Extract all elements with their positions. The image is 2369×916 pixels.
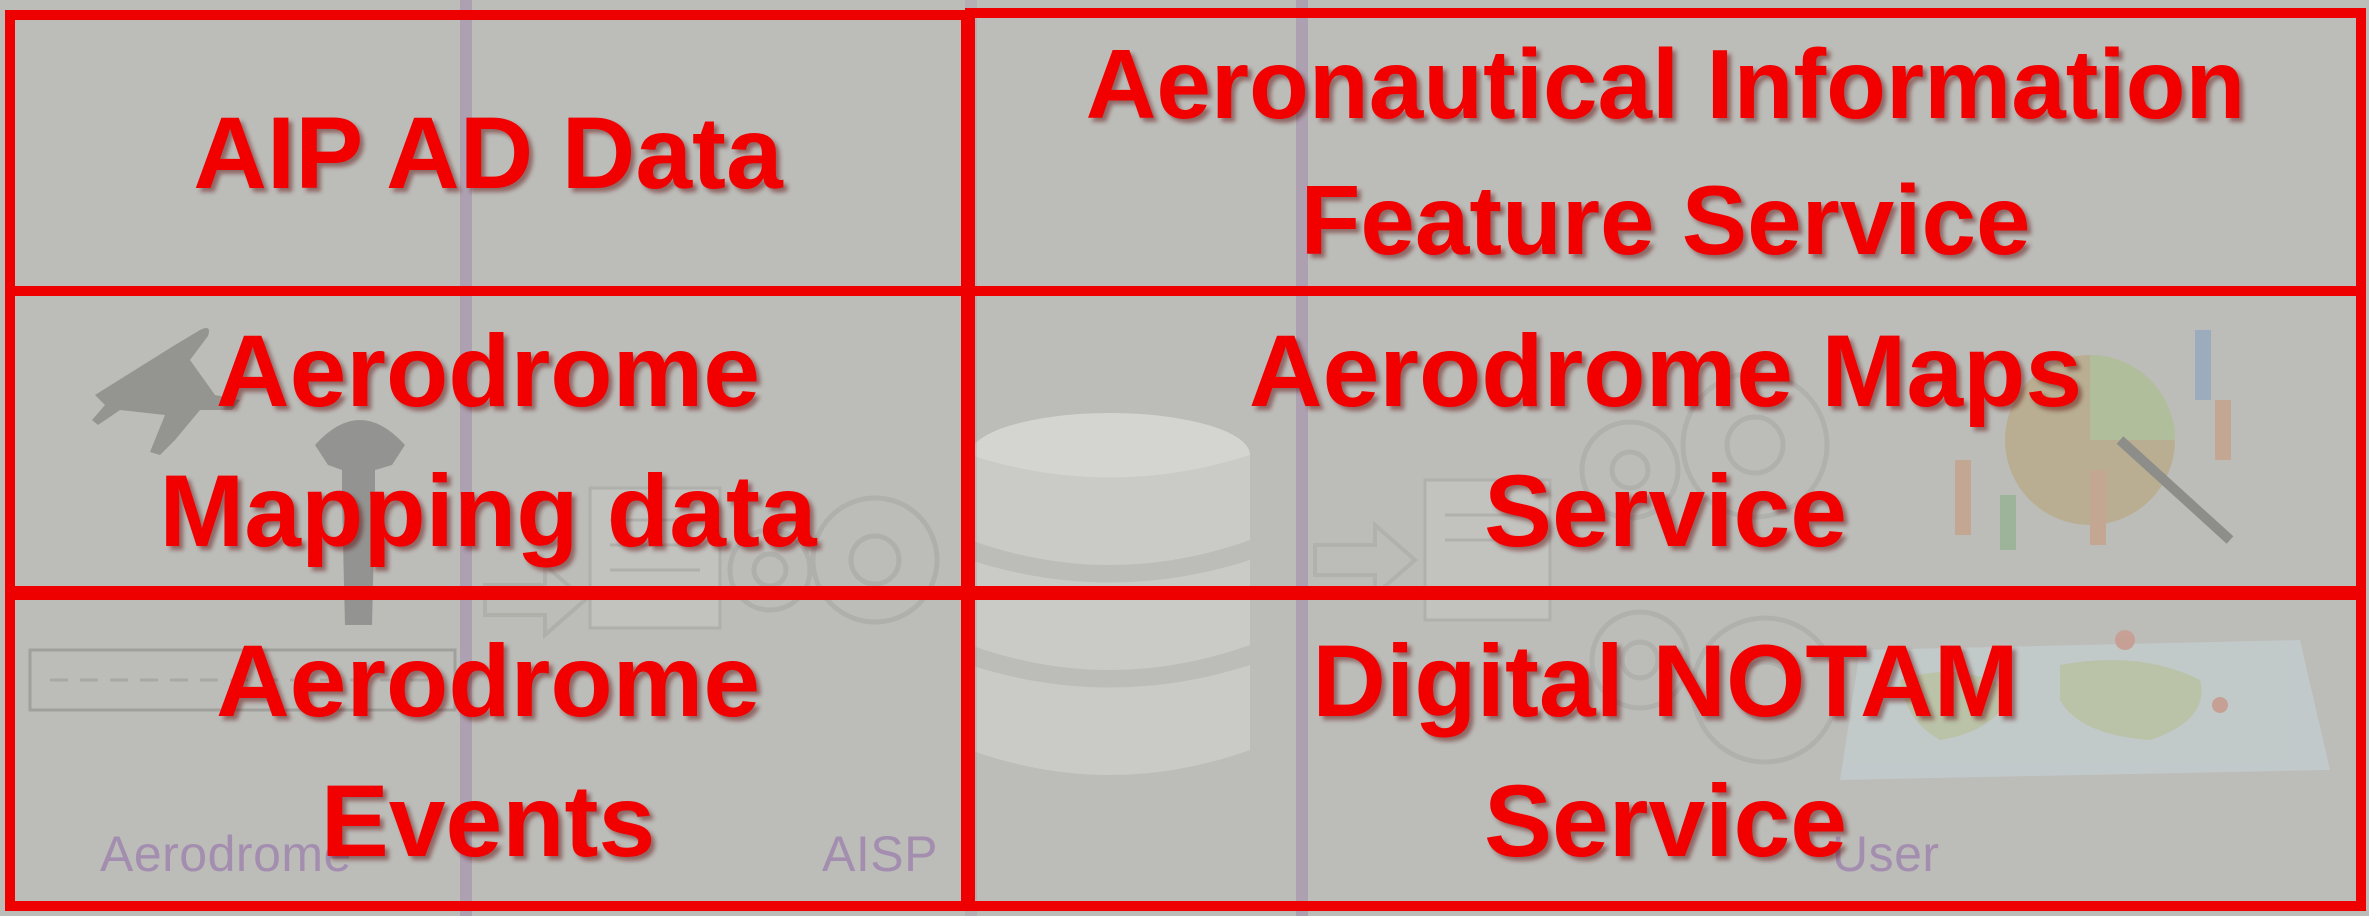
lane-label-aisp: AISP [822, 826, 938, 882]
world-map-icon [1840, 630, 2330, 780]
cell-title: AIP AD Data [193, 96, 783, 210]
control-tower-icon [315, 420, 405, 625]
document-icon [588, 486, 722, 630]
arrow-right-icon [1313, 520, 1419, 600]
cell-aeronautical-information-feature-service: Aeronautical Information Feature Service [965, 8, 2366, 296]
arrow-right-icon [483, 560, 589, 640]
runway-icon [28, 648, 457, 712]
cell-title: Aeronautical Information Feature Service [1085, 29, 2246, 275]
cell-aerodrome-mapping-data: Aerodrome Mapping data [5, 286, 971, 596]
lane-divider-aerodrome-aisp [460, 0, 472, 916]
cell-title: Aerodrome Mapping data [159, 314, 817, 568]
cell-title: Digital NOTAM Service [1312, 623, 2019, 878]
lane-label-aerodrome: Aerodrome [100, 826, 352, 882]
cell-title: Aerodrome Maps Service [1248, 314, 2083, 568]
cell-aerodrome-events: Aerodrome Events [5, 590, 971, 911]
cell-aerodrome-maps-service: Aerodrome Maps Service [965, 286, 2366, 596]
analytics-icon [1955, 330, 2234, 550]
cell-title: Aerodrome Events [215, 623, 761, 878]
gears-icon [1579, 370, 1840, 765]
cell-digital-notam-service: Digital NOTAM Service [965, 590, 2366, 911]
lane-divider-aisp-user [1296, 0, 1308, 916]
lane-label-user: User [1832, 826, 1940, 882]
airplane-icon [92, 328, 240, 455]
cell-aip-ad-data: AIP AD Data [5, 10, 971, 296]
